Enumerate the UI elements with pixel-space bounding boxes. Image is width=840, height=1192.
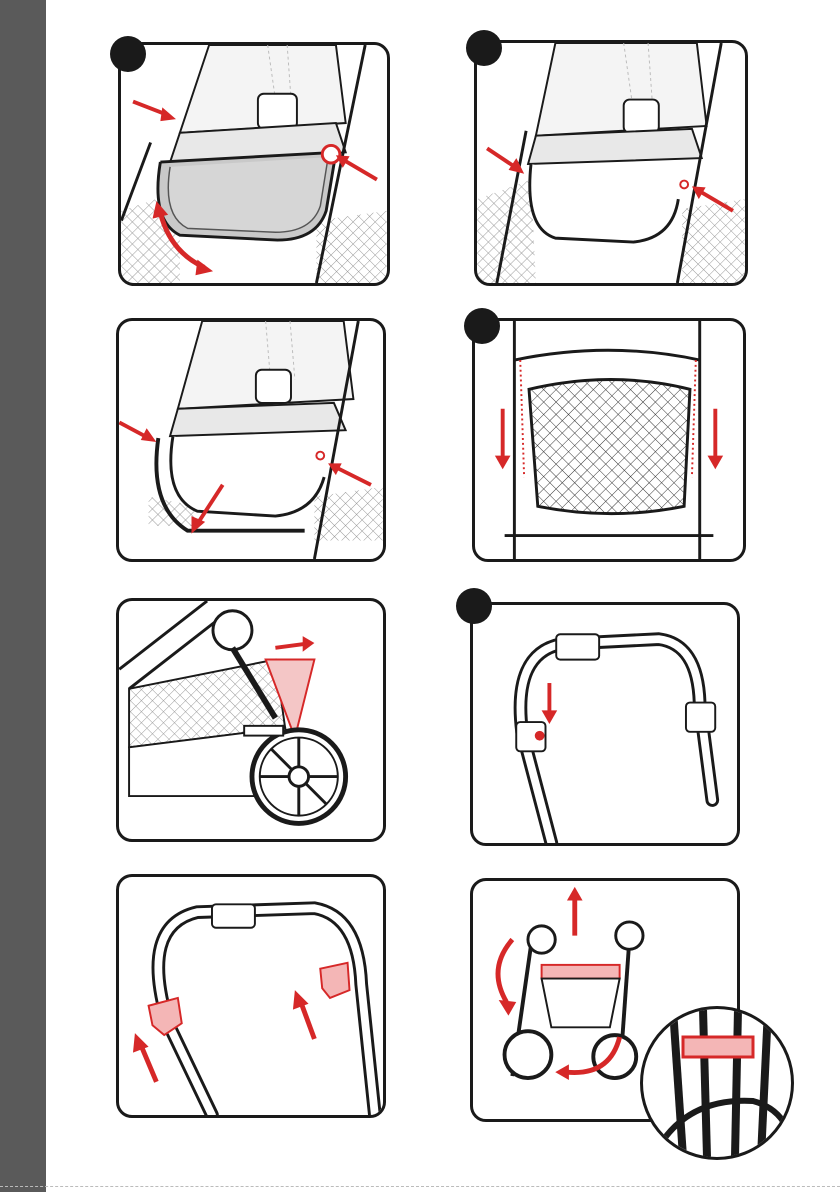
- side-tab-strip: [0, 0, 46, 1192]
- step-badge: [466, 30, 502, 66]
- panel-bumper-removed: [474, 40, 748, 286]
- up-arrow-icon: [293, 990, 314, 1039]
- step-badge: [110, 36, 146, 72]
- red-arrow-icon: [487, 148, 524, 173]
- red-arrow-icon: [133, 102, 176, 122]
- panel-reattach-bumper: [116, 318, 386, 562]
- red-arrow-icon: [328, 463, 371, 484]
- panel-handlebar-button: [470, 602, 740, 846]
- up-arrow-icon: [133, 1033, 156, 1082]
- bumper-bar-illustration: [121, 45, 387, 283]
- storage-basket-icon: [475, 321, 743, 559]
- wheel-icon: [119, 601, 383, 839]
- seat-illustration: [119, 321, 383, 559]
- seat-illustration: [477, 43, 745, 283]
- panel-storage-basket: [472, 318, 746, 562]
- page-footer-rule: [0, 1186, 840, 1187]
- step-badge: [464, 308, 500, 344]
- down-arrow-icon: [495, 409, 511, 469]
- fold-arrow-icon: [498, 940, 516, 1016]
- step-badge: [456, 588, 492, 624]
- handlebar-icon: [473, 605, 737, 843]
- panel-slide-handlebar: [116, 874, 386, 1118]
- panel-remove-bumper-bar: [118, 42, 390, 286]
- up-arrow-icon: [567, 887, 583, 936]
- down-arrow-icon: [708, 409, 724, 469]
- down-arrow-icon: [542, 683, 558, 724]
- red-arrow-icon: [336, 155, 377, 179]
- red-arrow-icon: [119, 422, 156, 442]
- panel-wheel-brake: [116, 598, 386, 842]
- brake-pedal-icon: [244, 726, 283, 736]
- magnifier-detail-icon: [640, 1006, 794, 1160]
- handlebar-icon: [119, 877, 383, 1115]
- release-button-icon: [535, 731, 545, 741]
- right-arrow-icon: [275, 636, 314, 652]
